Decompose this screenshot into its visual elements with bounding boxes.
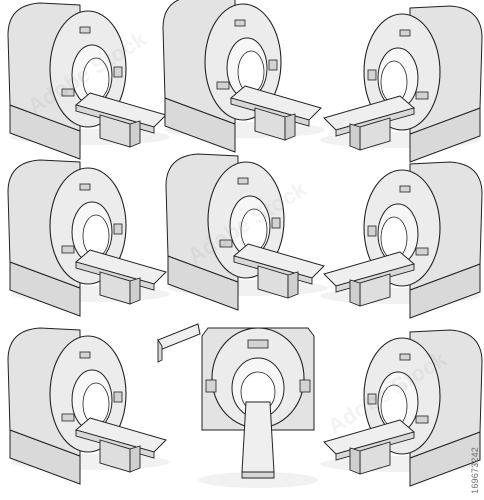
mri-scanner-2 xyxy=(162,0,325,153)
stock-id-label: 169673242 xyxy=(470,447,480,494)
mri-scanner-7 xyxy=(7,327,170,485)
mri-scanner-8 xyxy=(157,323,318,488)
mri-scanner-5 xyxy=(165,153,328,311)
mri-scanner-6 xyxy=(320,162,482,318)
mri-scanner-4 xyxy=(7,159,170,317)
mri-scanner-9 xyxy=(320,330,482,486)
mri-scanner-1 xyxy=(7,2,170,160)
mri-scanner-3 xyxy=(320,6,482,162)
